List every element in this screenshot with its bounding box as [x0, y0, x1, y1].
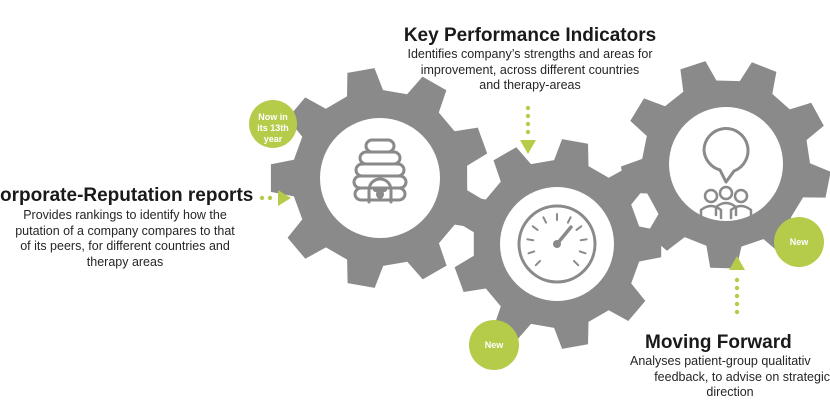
person-head-1: [703, 188, 719, 204]
gauge-center: [553, 240, 561, 248]
forward-arrow-dot-2: [734, 285, 740, 291]
kpi-arrow-head: [520, 140, 536, 154]
badges-layer: [249, 100, 824, 370]
new-badge-gauge-label: New: [484, 340, 504, 350]
corporate-arrow-dot-1: [259, 195, 265, 201]
bee-wing-left: [373, 188, 379, 192]
gauge-tick-7: [575, 225, 583, 231]
gauge-tick-6: [566, 216, 572, 224]
corporate-desc-line-3: of its peers, for different countries an…: [20, 239, 230, 253]
corporate-desc-line-4: therapy areas: [86, 254, 164, 269]
kpi-arrow-dot-3: [525, 121, 531, 127]
gears-layer: [270, 61, 830, 349]
corporate-desc-line-1: Provides rankings to identify how the: [23, 208, 227, 222]
person-head-3: [718, 185, 734, 201]
beehive-tier-5: [353, 186, 407, 202]
speedometer-gauge-icon: [517, 204, 597, 284]
kpi-desc-line-3: and therapy-areas: [479, 78, 581, 92]
corporate-desc-line-2: putation of a company compares to that: [15, 223, 235, 238]
gauge-tick-9: [578, 250, 587, 255]
bee-wing-right: [381, 188, 387, 192]
gear-right-hub: [669, 107, 783, 221]
icons-layer: [352, 127, 753, 284]
arrows-layer: [259, 105, 745, 315]
beehive-door: [367, 177, 393, 204]
corporate-arrow-dot-2: [267, 195, 273, 201]
forward-arrow-dot-3: [734, 293, 740, 299]
forward-desc-line-2: feedback, to advise on strategic: [654, 369, 830, 384]
age-badge-line-2: its 13th: [257, 123, 289, 133]
new-badge-gauge: [469, 320, 519, 370]
gauge-rim: [517, 204, 597, 284]
gauge-tick-8: [579, 238, 588, 242]
forward-arrow-dot-5: [734, 309, 740, 315]
age-badge-line-1: Now in: [258, 112, 288, 122]
gauge-tick-0: [534, 259, 542, 267]
age-badge: [249, 100, 297, 148]
kpi-desc-line-1: Identifies company’s strengths and areas…: [407, 47, 653, 61]
gauge-tick-1: [527, 250, 536, 255]
speech-bubble-people-icon: [699, 127, 753, 220]
kpi-arrow-dot-1: [525, 105, 531, 111]
kpi-desc-line-2: improvement, across different countries: [420, 62, 640, 77]
forward-arrow: [734, 277, 740, 315]
bee-body: [376, 189, 384, 199]
corporate-arrow-head: [278, 190, 291, 206]
person-head-2: [733, 188, 749, 204]
forward-arrow-dot-4: [734, 301, 740, 307]
kpi-title: Key Performance Indicators: [403, 25, 657, 46]
forward-title: Moving Forward: [645, 332, 792, 353]
forward-desc-line-1: Analyses patient-group qualitativ: [630, 354, 811, 368]
kpi-arrow-dot-2: [525, 113, 531, 119]
corporate-arrow: [259, 195, 273, 201]
gear-right: [621, 61, 830, 269]
forward-arrow-dot-1: [734, 277, 740, 283]
gauge-tick-4: [542, 216, 548, 224]
person-body-2: [729, 204, 753, 220]
new-badge-forward: [774, 217, 824, 267]
speech-bubble: [702, 127, 750, 184]
kpi-arrow-dot-4: [525, 129, 531, 135]
age-badge-line-3: year: [263, 134, 283, 144]
gauge-tick-10: [572, 259, 580, 267]
forward-desc-line-3: direction: [706, 385, 754, 399]
beehive-icon: [352, 138, 408, 204]
gauge-tick-2: [526, 238, 535, 242]
kpi-arrow: [525, 105, 531, 135]
forward-arrow-head: [729, 256, 745, 270]
corporate-title: orporate-Reputation reports: [0, 185, 254, 206]
new-badge-forward-label: New: [789, 237, 809, 247]
person-body-1: [699, 204, 723, 220]
person-body-3: [714, 201, 738, 217]
gauge-tick-3: [531, 225, 539, 231]
